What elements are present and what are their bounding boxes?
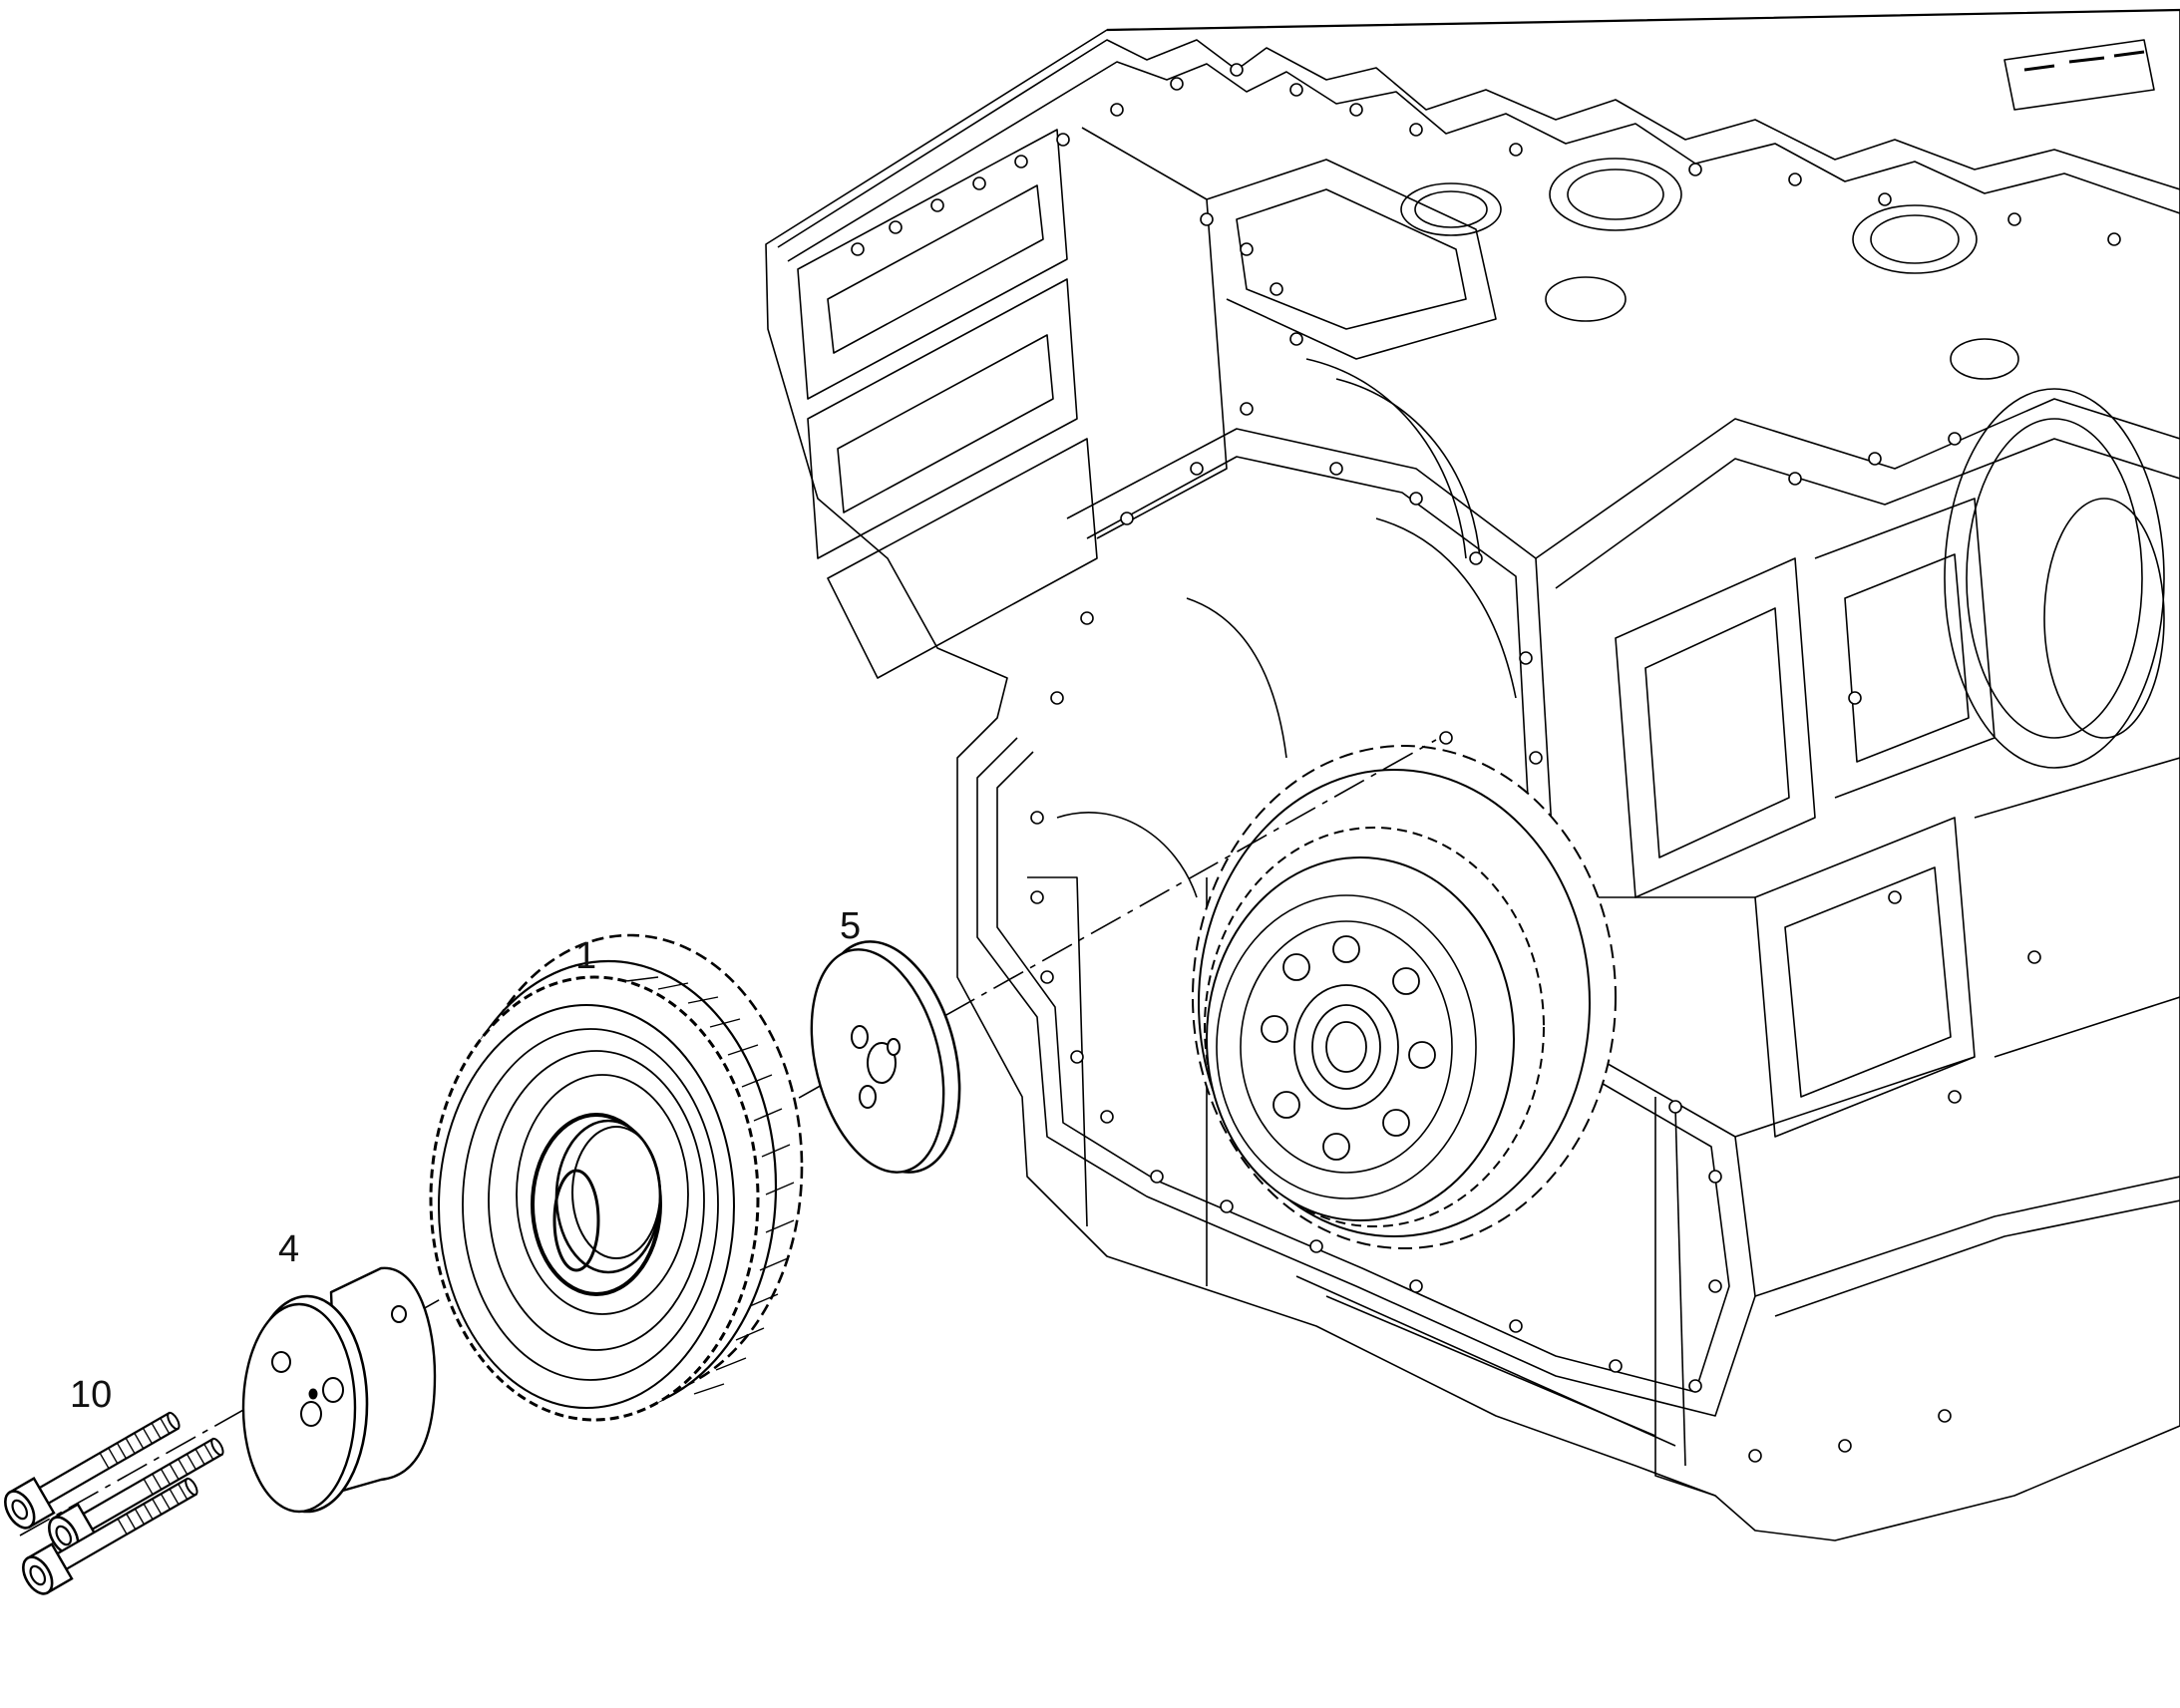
gear-hub <box>241 1266 437 1514</box>
callout-part-5: 5 <box>840 905 862 947</box>
cap-screws <box>0 1400 232 1600</box>
callout-part-1: 1 <box>575 935 597 977</box>
thrust-washer <box>810 940 961 1174</box>
callout-part-10: 10 <box>70 1374 113 1416</box>
engine-bolt-holes <box>851 63 2121 1463</box>
installed-gear <box>1192 745 1617 1249</box>
callout-part-4: 4 <box>278 1228 300 1270</box>
idler-gear <box>429 933 804 1422</box>
